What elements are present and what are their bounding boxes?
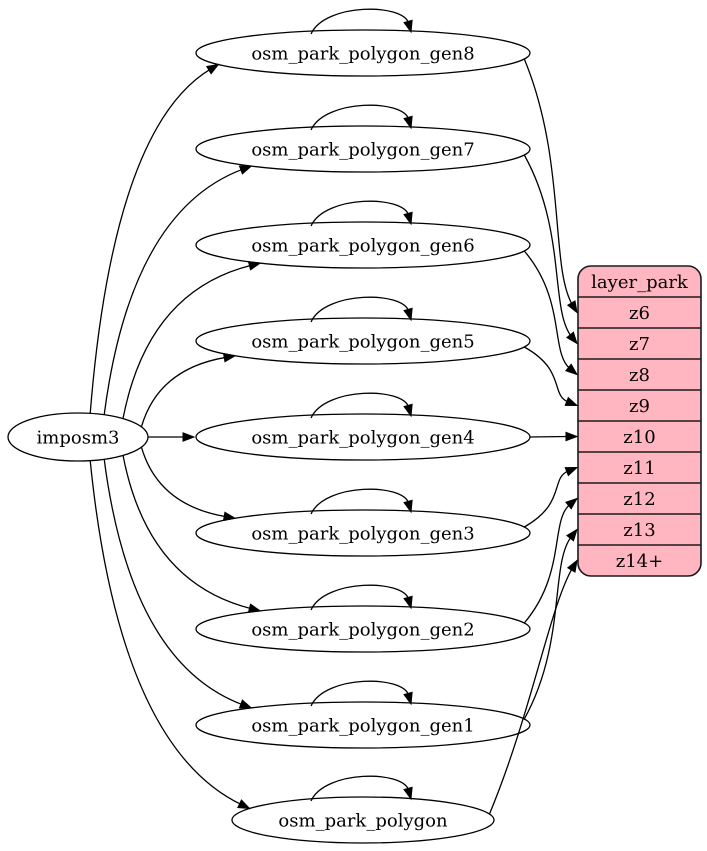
node-shape-osm_park_polygon_gen8 bbox=[195, 29, 531, 77]
self-loop-osm_park_polygon_gen4 bbox=[310, 392, 410, 419]
node-label-osm_park_polygon_gen5: osm_park_polygon_gen5 bbox=[251, 331, 474, 352]
edge-imposm3-osm_park_polygon bbox=[89, 460, 242, 806]
node-label-imposm3: imposm3 bbox=[37, 427, 120, 448]
edge-osm_park_polygon_gen4-z10 bbox=[529, 435, 569, 438]
edge-osm_park_polygon_gen8-z6 bbox=[523, 58, 573, 306]
node-osm_park_polygon_gen6: osm_park_polygon_gen6 bbox=[195, 221, 531, 269]
node-shape-osm_park_polygon_gen5 bbox=[195, 317, 531, 365]
arrowhead-osm_park_polygon-row bbox=[566, 559, 578, 573]
edge-osm_park_polygon_gen6-z8 bbox=[523, 250, 571, 370]
record-row-z12: z12 bbox=[623, 489, 655, 510]
record-row-z9: z9 bbox=[629, 396, 650, 417]
node-shape-osm_park_polygon bbox=[231, 796, 495, 844]
node-osm_park_polygon_gen7: osm_park_polygon_gen7 bbox=[195, 125, 531, 173]
node-osm_park_polygon_gen5: osm_park_polygon_gen5 bbox=[195, 317, 531, 365]
arrowhead-osm_park_polygon_gen1-row bbox=[566, 528, 578, 542]
record-row-z8: z8 bbox=[629, 365, 650, 386]
node-shape-osm_park_polygon_gen6 bbox=[195, 221, 531, 269]
edge-osm_park_polygon_gen7-z7 bbox=[523, 154, 572, 337]
record-title: layer_park bbox=[591, 272, 689, 293]
record-row-z6: z6 bbox=[629, 303, 650, 324]
node-osm_park_polygon_gen2: osm_park_polygon_gen2 bbox=[195, 605, 531, 653]
edge-osm_park_polygon_gen5-z9 bbox=[523, 346, 569, 403]
edge-imposm3-osm_park_polygon_gen8 bbox=[89, 68, 211, 414]
node-label-osm_park_polygon_gen7: osm_park_polygon_gen7 bbox=[251, 139, 474, 160]
node-osm_park_polygon: osm_park_polygon bbox=[231, 796, 495, 844]
self-loop-osm_park_polygon_gen3 bbox=[310, 488, 410, 515]
self-loop-osm_park_polygon_gen2 bbox=[310, 584, 410, 611]
node-label-osm_park_polygon_gen3: osm_park_polygon_gen3 bbox=[251, 523, 474, 544]
edge-imposm3-osm_park_polygon_gen7 bbox=[103, 168, 244, 415]
record-row-z7: z7 bbox=[629, 334, 650, 355]
self-loop-osm_park_polygon_gen8 bbox=[310, 8, 410, 35]
edge-imposm3-osm_park_polygon_gen3 bbox=[140, 446, 227, 518]
self-loop-osm_park_polygon_gen1 bbox=[310, 680, 410, 707]
node-osm_park_polygon_gen4: osm_park_polygon_gen4 bbox=[195, 413, 531, 461]
edge-osm_park_polygon_gen2-z12 bbox=[523, 503, 571, 624]
arrowhead-imposm3-osm_park_polygon_gen8 bbox=[205, 63, 220, 75]
node-label-osm_park_polygon_gen2: osm_park_polygon_gen2 bbox=[251, 619, 474, 640]
arrowhead-osm_park_polygon_gen7-row bbox=[565, 331, 578, 345]
self-loop-osm_park_polygon bbox=[310, 775, 410, 802]
node-shape-osm_park_polygon_gen2 bbox=[195, 605, 531, 653]
record-row-z14+: z14+ bbox=[616, 551, 663, 572]
node-shape-osm_park_polygon_gen7 bbox=[195, 125, 531, 173]
edge-osm_park_polygon_gen3-z11 bbox=[523, 470, 569, 528]
edges bbox=[89, 8, 579, 815]
record-row-z10: z10 bbox=[623, 427, 655, 448]
edge-osm_park_polygon-z14+ bbox=[488, 567, 573, 815]
record-row-z13: z13 bbox=[623, 520, 655, 541]
node-osm_park_polygon_gen8: osm_park_polygon_gen8 bbox=[195, 29, 531, 77]
record-node-layer_park: layer_park z6 z7 z8 z9 z10 z11 z12 z13 z14+ bbox=[577, 265, 702, 577]
edge-imposm3-osm_park_polygon_gen2 bbox=[122, 455, 252, 610]
node-shape-osm_park_polygon_gen3 bbox=[195, 509, 531, 557]
node-label-osm_park_polygon_gen8: osm_park_polygon_gen8 bbox=[251, 43, 474, 64]
node-label-osm_park_polygon: osm_park_polygon bbox=[278, 810, 448, 831]
node-label-osm_park_polygon_gen6: osm_park_polygon_gen6 bbox=[251, 235, 474, 256]
node-imposm3: imposm3 bbox=[7, 412, 149, 462]
edge-imposm3-osm_park_polygon_gen6 bbox=[122, 264, 252, 419]
node-shape-osm_park_polygon_gen1 bbox=[195, 701, 531, 749]
node-label-osm_park_polygon_gen4: osm_park_polygon_gen4 bbox=[251, 427, 474, 448]
edge-imposm3-osm_park_polygon_gen1 bbox=[103, 459, 244, 706]
self-loop-osm_park_polygon_gen6 bbox=[310, 200, 410, 227]
self-loop-osm_park_polygon_gen7 bbox=[310, 104, 410, 131]
edge-imposm3-osm_park_polygon_gen5 bbox=[140, 356, 227, 428]
node-osm_park_polygon_gen1: osm_park_polygon_gen1 bbox=[195, 701, 531, 749]
node-label-osm_park_polygon_gen1: osm_park_polygon_gen1 bbox=[251, 715, 474, 736]
record-row-z11: z11 bbox=[623, 458, 655, 479]
arrowhead-osm_park_polygon_gen8-row bbox=[566, 300, 578, 314]
node-osm_park_polygon_gen3: osm_park_polygon_gen3 bbox=[195, 509, 531, 557]
self-loop-osm_park_polygon_gen5 bbox=[310, 296, 410, 323]
